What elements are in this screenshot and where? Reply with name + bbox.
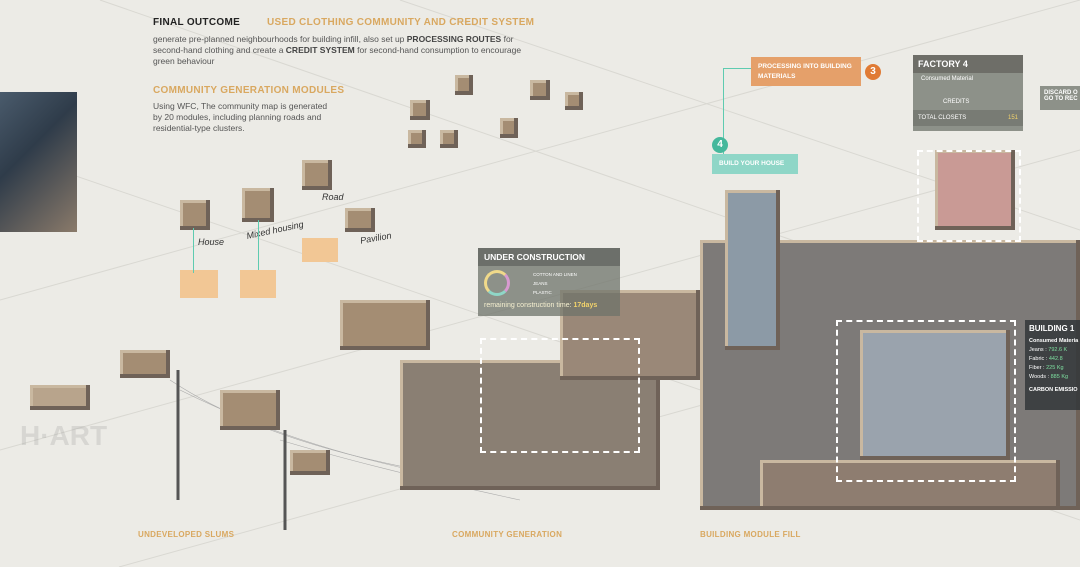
remaining-time-value: 17days (573, 302, 598, 309)
project-subtitle: USED CLOTHING COMMUNITY AND CREDIT SYSTE… (267, 17, 535, 28)
outcome-description: generate pre-planned neighbourhoods for … (153, 34, 522, 66)
carbon-emission-label: CARBON EMISSIO (1029, 387, 1078, 393)
flow-line (723, 68, 724, 158)
connector-line (258, 220, 259, 270)
floating-module (565, 92, 583, 110)
slum-block (30, 385, 90, 410)
connector-line (193, 228, 194, 273)
flow-line (723, 68, 753, 69)
material-value: 442.8 (1048, 356, 1063, 362)
building-consumed-label: Consumed Materia (1029, 338, 1079, 344)
building-pink (935, 150, 1015, 230)
module-block-pavilion (345, 208, 375, 232)
stage-label-building-fill: BUILDING MODULE FILL (700, 530, 801, 539)
legend-item: COTTON AND LINEN (533, 272, 577, 277)
material-name: Fiber : (1029, 365, 1045, 371)
discard-box: DISCARD O GO TO REC (1040, 86, 1080, 110)
factory-title: FACTORY 4 (913, 55, 1023, 73)
material-name: Woods : (1029, 374, 1050, 380)
final-outcome-heading: FINAL OUTCOME (153, 17, 241, 28)
selection-frame (917, 150, 1021, 242)
slum-block (120, 350, 170, 378)
module-label-house: House (198, 237, 225, 247)
floating-module (410, 100, 430, 120)
floating-module (455, 75, 473, 95)
community-block (400, 360, 660, 490)
step-3-badge: 3 (865, 64, 881, 80)
modules-heading: COMMUNITY GENERATION MODULES (153, 85, 345, 96)
build-your-house-box: BUILD YOUR HOUSE (712, 154, 798, 174)
material-value: 885 Kg (1050, 374, 1069, 380)
factory-credits-label: CREDITS (943, 99, 970, 105)
building-cluster (860, 330, 1010, 460)
factory-total-label: TOTAL CLOSETS (918, 115, 967, 121)
community-block (340, 300, 430, 350)
material-value: 225 Kg (1046, 365, 1064, 371)
slum-block (290, 450, 330, 475)
floating-module (530, 80, 550, 100)
building-tower (725, 190, 780, 350)
module-block-mixed-housing (242, 188, 274, 222)
building-cluster (760, 460, 1060, 510)
floating-module (408, 130, 426, 148)
legend-item: JEANS (533, 281, 548, 286)
remaining-time-label: remaining construction time: (484, 302, 572, 309)
floating-module (440, 130, 458, 148)
modules-description: Using WFC, The community map is generate… (153, 101, 328, 133)
step-4-badge: 4 (712, 137, 728, 153)
legend-item: PLASTIC (533, 290, 552, 295)
module-footprint (302, 238, 338, 262)
material-value: 792.6 K (1048, 347, 1068, 353)
stage-label-slums: UNDEVELOPED SLUMS (138, 530, 235, 539)
material-donut-chart (484, 270, 510, 296)
module-footprint (240, 270, 276, 298)
selection-frame (480, 338, 640, 453)
module-block-road (302, 160, 332, 190)
watermark: H·ART (20, 420, 108, 451)
material-name: Fabric : (1029, 356, 1048, 362)
module-footprint (180, 270, 218, 298)
factory-total-value: 151 (1007, 115, 1018, 121)
processing-step-box: PROCESSING INTO BUILDING MATERIALS (751, 57, 861, 86)
floating-module (500, 118, 518, 138)
under-construction-panel: UNDER CONSTRUCTION COTTON AND LINEN JEANS… (478, 248, 620, 316)
factory-consumed-label: Consumed Material (921, 76, 974, 82)
selection-frame (836, 320, 1016, 482)
module-block-house (180, 200, 210, 230)
construction-title: UNDER CONSTRUCTION (478, 248, 620, 266)
material-name: Jeans : (1029, 347, 1047, 353)
factory-panel: FACTORY 4 Consumed Material CREDITS TOTA… (913, 55, 1023, 131)
module-label-road: Road (322, 192, 344, 202)
stage-label-community-generation: COMMUNITY GENERATION (452, 530, 563, 539)
building-panel: BUILDING 1 Consumed Materia Jeans : 792.… (1025, 320, 1080, 410)
reference-photo (0, 92, 77, 232)
building-title: BUILDING 1 (1029, 324, 1075, 333)
slum-block (220, 390, 280, 430)
